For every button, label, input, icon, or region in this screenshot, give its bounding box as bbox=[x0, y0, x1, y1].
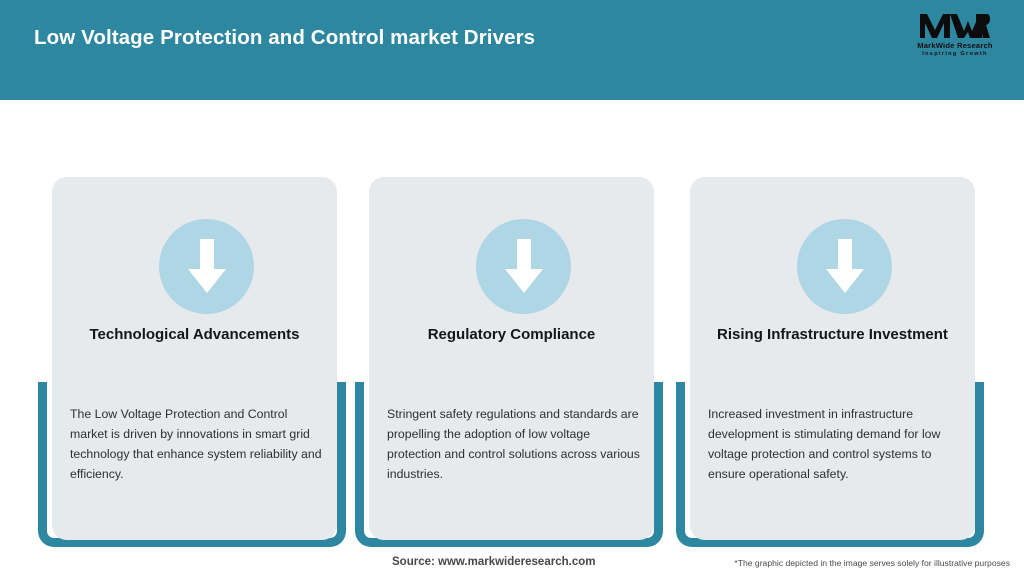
bracket-shape-1 bbox=[38, 382, 346, 547]
driver-body-1: The Low Voltage Protection and Control m… bbox=[70, 407, 322, 481]
bracket-shape-2 bbox=[355, 382, 663, 547]
footer-disclaimer: *The graphic depicted in the image serve… bbox=[734, 558, 1010, 568]
driver-card-1[interactable]: Technological Advancements The Low Volta… bbox=[52, 177, 337, 540]
driver-card-2[interactable]: Regulatory Compliance Stringent safety r… bbox=[369, 177, 654, 540]
driver-heading-1: Technological Advancements bbox=[89, 326, 300, 343]
drivers-board: Technological Advancements The Low Volta… bbox=[0, 100, 1024, 576]
bracket-shape-3 bbox=[676, 382, 984, 547]
arrow-down-icon bbox=[159, 219, 254, 314]
driver-heading-2: Regulatory Compliance bbox=[427, 326, 596, 343]
driver-heading-3: Rising Infrastructure Investment bbox=[717, 326, 948, 343]
driver-column-1: Technological Advancements The Low Volta… bbox=[38, 100, 348, 560]
page-title: Low Voltage Protection and Control marke… bbox=[34, 26, 536, 49]
driver-body-3: Increased investment in infrastructure d… bbox=[708, 407, 941, 481]
footer-source: Source: www.markwideresearch.com bbox=[392, 556, 596, 568]
header-band bbox=[0, 0, 1024, 100]
driver-column-2: Regulatory Compliance Stringent safety r… bbox=[355, 100, 665, 560]
logo-tagline: Inspiring Growth bbox=[922, 51, 988, 57]
logo-mwr-icon bbox=[902, 10, 1008, 40]
driver-card-3[interactable]: Rising Infrastructure Investment Increas… bbox=[690, 177, 975, 540]
logo-company-name: MarkWide Research bbox=[917, 41, 993, 50]
arrow-down-icon bbox=[476, 219, 571, 314]
brand-logo: MarkWide Research Inspiring Growth bbox=[902, 10, 1008, 66]
arrow-down-icon bbox=[797, 219, 892, 314]
driver-column-3: Rising Infrastructure Investment Increas… bbox=[676, 100, 986, 560]
driver-body-2: Stringent safety regulations and standar… bbox=[387, 407, 640, 481]
